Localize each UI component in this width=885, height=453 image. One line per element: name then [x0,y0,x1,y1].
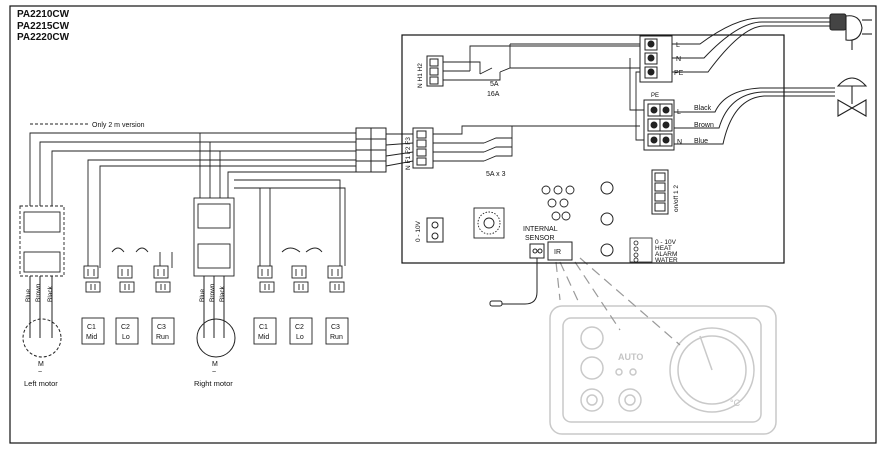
onoff-label: on/off 1 2 [673,185,680,212]
left-capacitor-wires [87,247,173,268]
control-panel: AUTO °C [549,305,777,435]
bus-wires [29,132,414,265]
right-cap-c3-speed: Run [330,334,343,341]
right-cap-boxes [253,317,349,345]
right-motor-wire-brown: Brown [209,283,216,302]
left-cap-c1 [83,265,101,293]
right-motor-circle [196,276,236,358]
legend-water: WATER [655,257,678,264]
internal-sensor-label-2: SENSOR [525,235,555,242]
left-cap-c1-speed: Mid [86,334,97,341]
fuse-5ax3-label: 5A x 3 [486,171,506,178]
valve-icon [836,77,868,117]
controller-board [401,34,785,264]
right-motor-label: Right motor [194,379,233,388]
model-name: PA2215CW [17,20,70,32]
legend-zero-ten: 0 - 10V [655,239,677,246]
legend-alarm: ALARM [655,251,677,258]
internal-sensor [489,243,545,307]
onoff-terminal [651,169,669,215]
panel-celsius-label: °C [730,398,741,408]
ir-beams [555,257,681,346]
dip-dial [473,207,505,239]
left-motor-m: M [38,361,44,368]
valve-brown-label: Brown [694,122,714,129]
right-cap-c1-name: C1 [259,324,268,331]
supply-pe-label: PE [674,70,684,77]
left-motor-wire-brown: Brown [35,283,42,302]
board-wiring [433,43,644,162]
left-motor-wire-blue: Blue [25,289,32,302]
connector-block [355,127,387,173]
left-cap-c2-name: C2 [121,324,130,331]
valve-terminal [643,99,675,151]
pe-small-label: PE [651,93,659,99]
status-legend [629,237,653,263]
left-cap-c1-name: C1 [87,324,96,331]
valve-black-label: Black [694,105,712,112]
right-cap-c2 [291,265,309,293]
left-cap-c2-speed: Lo [122,334,130,341]
panel-auto-label: AUTO [618,352,643,362]
right-capacitor-wires [234,179,346,266]
plug-icon [829,13,872,50]
internal-sensor-label-1: INTERNAL [523,226,558,233]
supply-terminal [639,35,673,83]
outer-frame [9,5,877,444]
left-cap-c3-speed: Run [156,334,169,341]
model-name: PA2220CW [17,32,70,43]
valve-blue-label: Blue [694,138,708,145]
ir-receiver [547,241,573,261]
left-motor-label: Left motor [24,379,58,388]
supply-cable [672,17,830,73]
valve-n-label: N [677,139,682,146]
hz-terminal [426,55,444,87]
right-cap-c3-name: C3 [331,324,340,331]
right-motor-wire-blue: Blue [199,289,206,302]
led-cluster [541,185,575,221]
left-motor-connectors [19,205,65,277]
fan-terminal-label: N F1 F2 F3 [405,137,412,170]
left-cap-boxes [81,317,175,345]
fuse-5a-label: 5A [490,81,499,88]
right-motor-wire-black: Black [219,285,226,302]
right-motor-connectors [193,197,235,277]
right-cap-c3 [327,265,345,293]
zero-ten-label: 0 - 10V [415,220,422,242]
board-holes [600,181,614,257]
zero-ten-terminal [426,217,444,243]
fan-terminal [412,127,434,169]
right-motor-m: M [212,361,218,368]
left-cap-c3 [153,265,171,293]
left-cap-c2 [117,265,135,293]
left-cap-c3-name: C3 [157,324,166,331]
right-cap-c2-name: C2 [295,324,304,331]
left-motor-circle [22,276,62,358]
right-cap-c1-speed: Mid [258,334,269,341]
model-list: PA2210CW PA2215CW PA2220CW [17,9,69,44]
legend-heat: HEAT [655,245,672,252]
ir-label: IR [554,249,561,256]
fuse-16a-label: 16A [487,91,500,98]
hz-terminal-label: N H1 H2 [417,63,424,88]
right-cap-c1 [257,265,275,293]
right-motor-tilde: ~ [212,369,216,376]
left-motor-tilde: ~ [38,369,42,376]
left-motor-wire-black: Black [47,285,54,302]
supply-l-label: L [676,42,680,49]
right-cap-c2-speed: Lo [296,334,304,341]
note-2m: Only 2 m version [92,122,145,129]
model-name: PA2210CW [17,9,70,20]
valve-cable [674,87,835,145]
supply-n-label: N [676,56,681,63]
